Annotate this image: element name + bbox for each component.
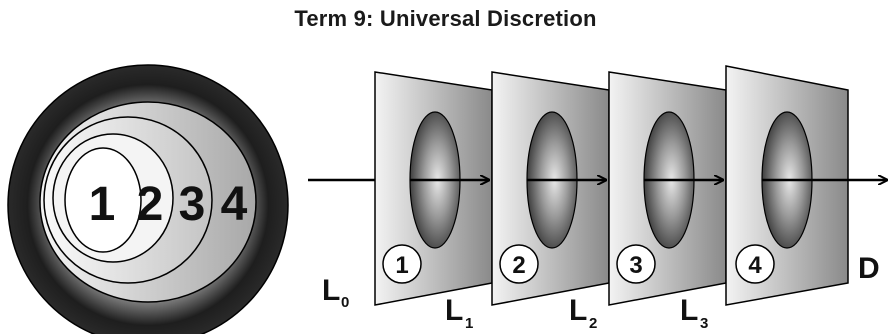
label-l3-sub: 3: [700, 315, 708, 332]
panel-3: 3: [608, 71, 727, 306]
label-l3: L 3: [680, 294, 708, 332]
circle-label-4: 4: [221, 178, 248, 231]
label-l0-main: L: [322, 274, 340, 307]
label-l3-main: L: [680, 294, 698, 327]
panel-4: 4: [725, 65, 849, 306]
label-l2-main: L: [569, 294, 587, 327]
panel-2-number: 2: [512, 252, 525, 279]
circle-label-2: 2: [137, 178, 164, 231]
panel-1: 1: [374, 71, 493, 306]
end-label-d: D: [858, 252, 880, 285]
label-l0-sub: 0: [341, 294, 349, 311]
panel-1-number: 1: [395, 252, 408, 279]
panel-3-badge: [616, 244, 656, 284]
diagram-title: Term 9: Universal Discretion: [294, 6, 597, 31]
label-l1-main: L: [445, 294, 463, 327]
panel-2: 2: [491, 71, 610, 306]
panel-4-number: 4: [748, 252, 762, 279]
label-l1: L 1: [445, 294, 473, 332]
panel-3-number: 3: [629, 252, 642, 279]
label-l1-sub: 1: [465, 315, 473, 332]
label-l2-sub: 2: [589, 315, 597, 332]
panel-2-badge: [499, 244, 539, 284]
nested-circles: 1 2 3 4: [7, 64, 289, 334]
ring-1: [64, 147, 142, 253]
label-l2: L 2: [569, 294, 597, 332]
circle-label-3: 3: [179, 178, 206, 231]
panel-1-badge: [382, 244, 422, 284]
panel-4-badge: [735, 244, 775, 284]
circle-label-1: 1: [89, 178, 116, 231]
label-l0: L 0: [322, 274, 349, 311]
